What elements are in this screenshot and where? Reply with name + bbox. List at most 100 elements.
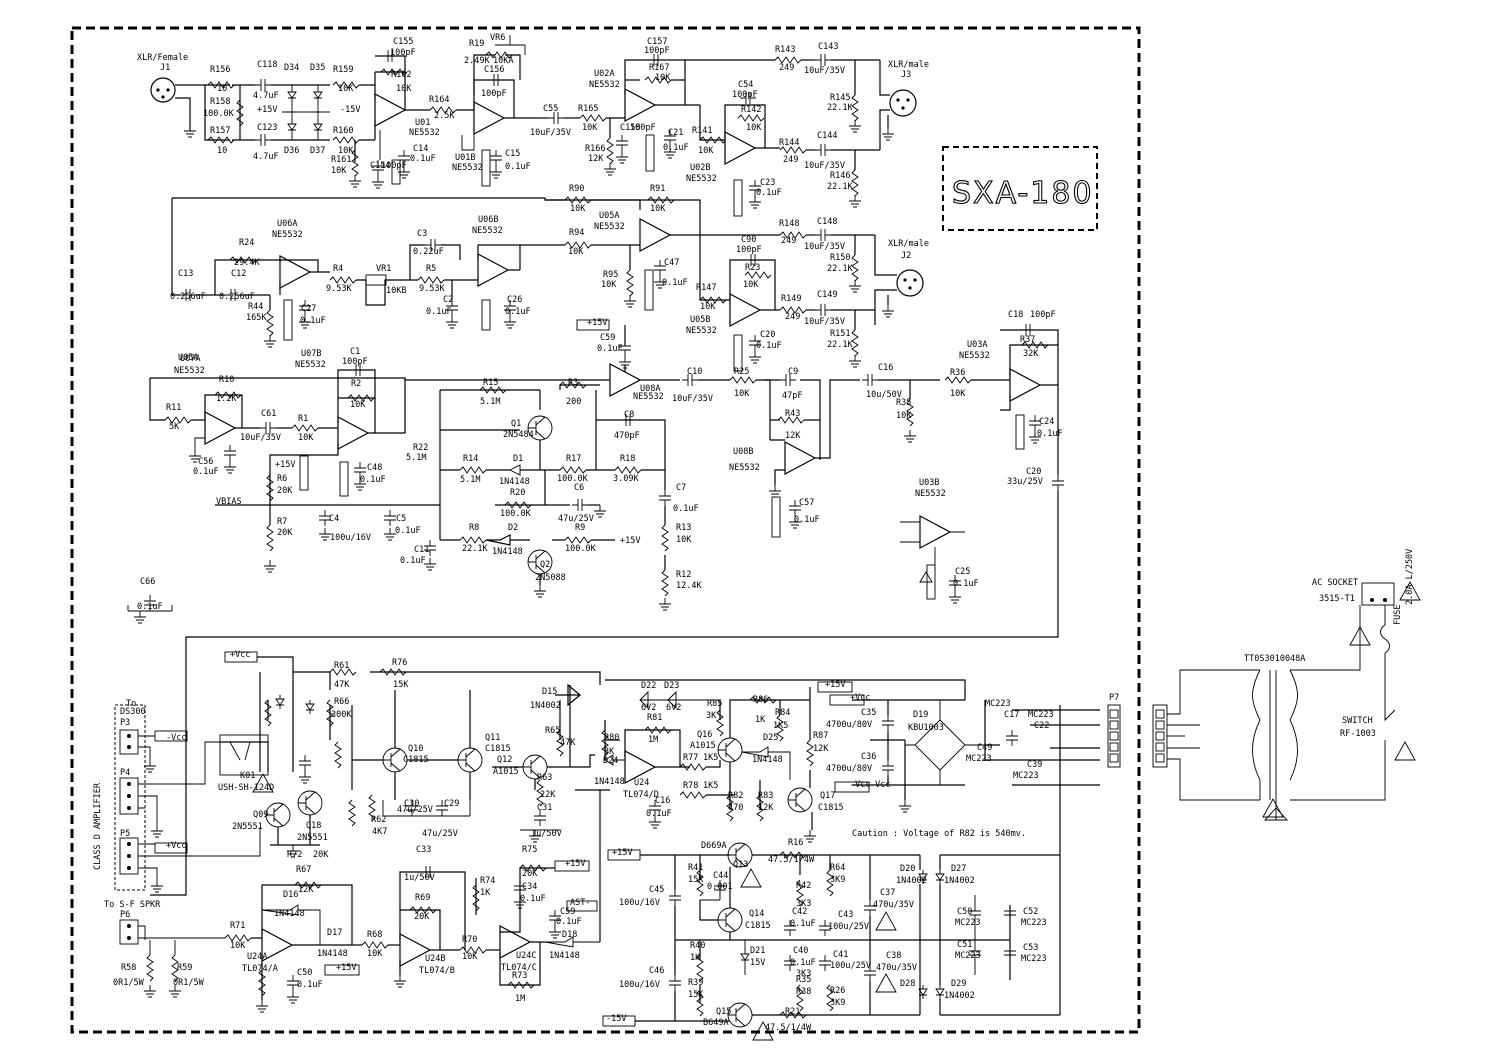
label-c56-val: 0.1uF	[193, 467, 219, 477]
label-d19-type: KBU1003	[908, 723, 944, 733]
label-q2: Q2	[540, 560, 550, 570]
label-c24-val: 0.1uF	[1037, 429, 1063, 439]
label-c17: C17	[1004, 710, 1019, 720]
label-mc223-b: MC223	[1028, 710, 1054, 720]
label-c47-val: 0.1uF	[662, 278, 688, 288]
label-r14-val: 5.1M	[460, 475, 480, 485]
label-r84-val: 1K5	[773, 721, 788, 731]
label-r38: R38	[796, 987, 811, 997]
label-c53: C53	[1023, 943, 1038, 953]
label-r62-val: 4K7	[372, 827, 387, 837]
label-d27: D27	[951, 864, 966, 874]
label-c90: C90	[741, 235, 756, 245]
label-c8-val: 470pF	[614, 431, 640, 441]
label-r160: R160	[333, 126, 353, 136]
label-r58: R58	[121, 963, 136, 973]
label-c31: C31	[537, 803, 552, 813]
label-r161: R161	[331, 155, 351, 165]
label-c4-val: 100u/16V	[330, 533, 371, 543]
label-r78-val: 1K5	[703, 781, 718, 791]
label-c90-val: 100pF	[736, 245, 762, 255]
label-r143: R143	[775, 45, 795, 55]
label-r161-val: 10K	[331, 166, 347, 176]
label-c148-val: 10uF/35V	[804, 242, 845, 252]
label-r24-val: 29.4K	[234, 258, 260, 268]
label-r80-val: 3K	[604, 747, 615, 757]
label-c157: C157	[647, 37, 667, 47]
label-r10-val: 1.2K	[216, 394, 237, 404]
label-r25-val: 10K	[734, 389, 750, 399]
model-title: SXA-180	[952, 176, 1094, 211]
label-r59: R59	[177, 963, 192, 973]
label-c22: C22	[1034, 721, 1049, 731]
label-c41: C41	[833, 950, 848, 960]
label-c21: C21	[668, 128, 683, 138]
label-r77: R77	[683, 753, 698, 763]
label-plus15-c: +15V	[275, 460, 295, 470]
label-vbias: VBIAS	[216, 497, 242, 507]
label-d19: D19	[913, 710, 928, 720]
label-r151-val: 22.1K	[827, 340, 853, 350]
xlr-male-j3-connector	[889, 89, 917, 117]
label-u08b-type: NE5532	[729, 463, 760, 473]
label-d16: D16	[283, 890, 298, 900]
label-r40-val: 1K	[690, 953, 701, 963]
label-c45: C45	[649, 885, 664, 895]
label-k01: K01	[240, 771, 255, 781]
label-r21: R21	[785, 1007, 800, 1017]
label-c31-val: 1u/50V	[531, 829, 562, 839]
label-r167-val: 10K	[655, 73, 671, 83]
label-c12-val: 0.256uF	[219, 292, 255, 302]
label-r83-val: 12K	[758, 803, 774, 813]
label-r44: R44	[248, 302, 263, 312]
label-vcc-plus-p5: +Vcc	[166, 841, 186, 851]
label-c123: C123	[257, 123, 277, 133]
label-r2: R2	[351, 379, 361, 389]
label-r68: R68	[367, 930, 382, 940]
label-r5-val: 9.53K	[419, 284, 445, 294]
label-r12: R12	[676, 570, 691, 580]
label-r143-val: 249	[779, 63, 794, 73]
label-ds300: DS300	[120, 707, 146, 717]
label-c23-val: 0.1uF	[756, 188, 782, 198]
label-r76-val: 15K	[393, 680, 409, 690]
ac-section	[1152, 581, 1421, 821]
label-xlr-male-j2: XLR/male	[888, 239, 929, 249]
label-c40: C40	[793, 946, 808, 956]
label-c118: C118	[257, 60, 277, 70]
label-r164: R164	[429, 95, 449, 105]
label-c2-val: 0.1uF	[426, 307, 452, 317]
label-switch: SWITCH	[1342, 716, 1373, 726]
label-c16-val: 10u/50V	[866, 390, 902, 400]
label-d22-val: 6V2	[641, 703, 656, 713]
label-q10-type: C1815	[403, 755, 429, 765]
warning-icon-relay	[252, 773, 274, 793]
label-r24: R24	[239, 238, 254, 248]
label-c13: C13	[178, 269, 193, 279]
label-c30-val: 47u/25V	[397, 805, 433, 815]
label-r83: R83	[758, 791, 773, 801]
label-d16-type: 1N4148	[274, 909, 305, 919]
label-c59b: C59	[560, 907, 575, 917]
label-c20b-val: 0.1uF	[756, 341, 782, 351]
label-r16-val: 47.5/1/4W	[768, 855, 815, 865]
label-c12: C12	[231, 269, 246, 279]
label-c45-val: 100u/16V	[619, 898, 660, 908]
label-c18: C18	[1008, 310, 1023, 320]
label-q14: Q14	[749, 909, 764, 919]
label-u01b: U01B	[455, 153, 475, 163]
label-c61-val: 10uF/35V	[240, 433, 281, 443]
tl074-stage	[224, 789, 610, 1013]
label-r25: R25	[734, 367, 749, 377]
label-c5-val: 0.1uF	[395, 526, 421, 536]
label-plus15-d: +15V	[620, 536, 640, 546]
label-r2-val: 10K	[350, 400, 366, 410]
label-c49: C49	[977, 743, 992, 753]
label-r11: R11	[166, 403, 181, 413]
label-r42: R42	[796, 881, 811, 891]
label-r164-val: 2.5K	[434, 111, 455, 121]
label-c3-val: 0.22uF	[413, 247, 444, 257]
title-box	[942, 146, 1098, 231]
label-q13-type: D669A	[701, 841, 727, 851]
